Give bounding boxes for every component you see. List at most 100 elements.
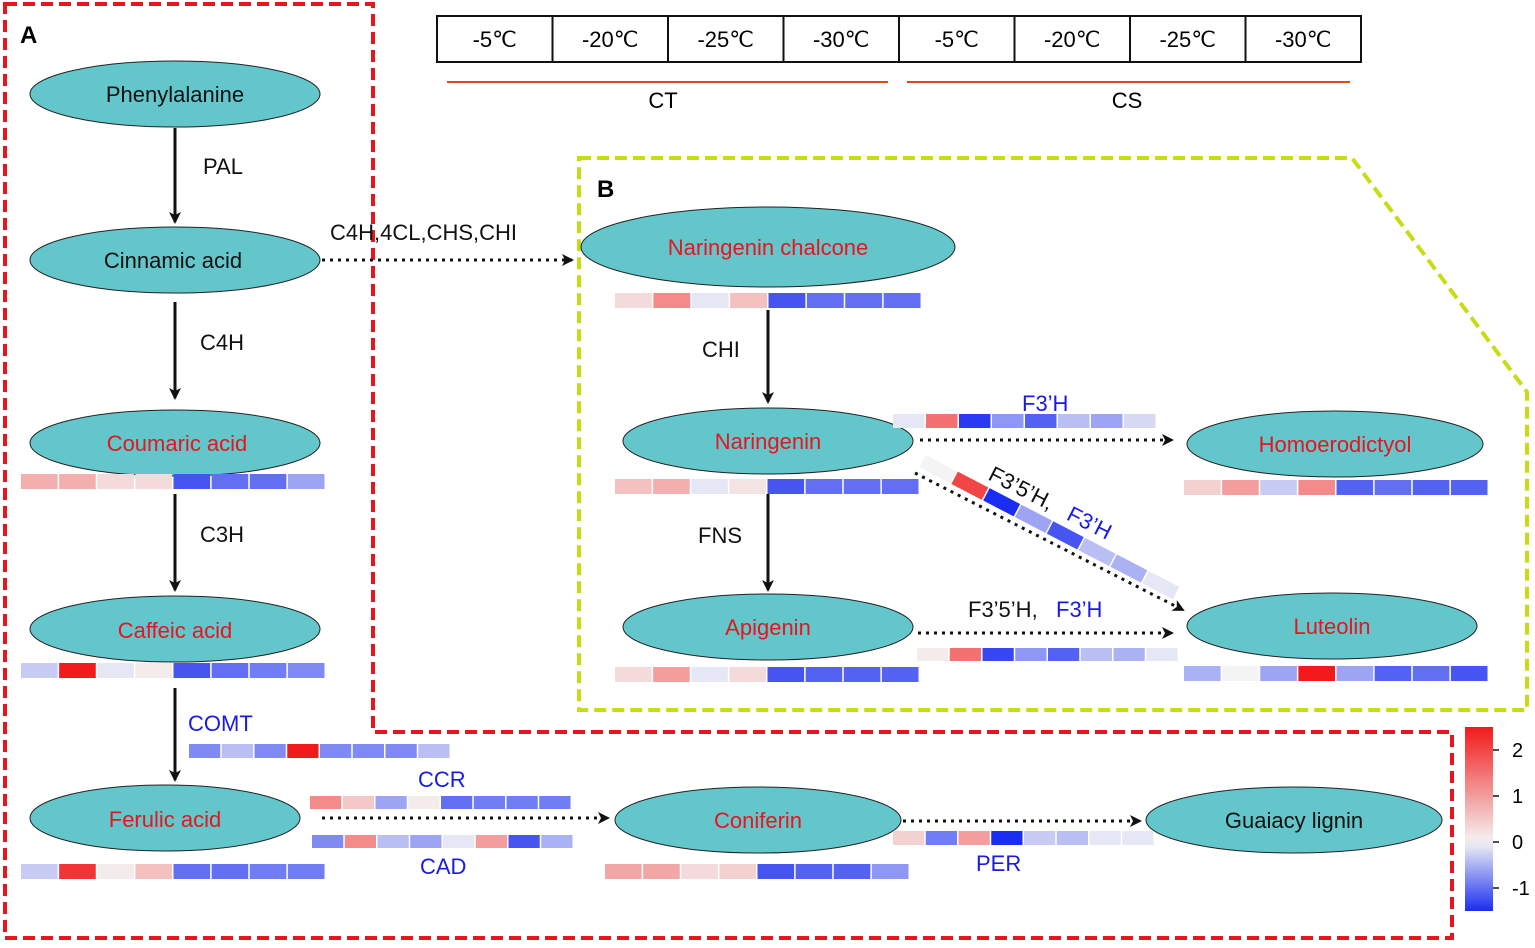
heatmap-cell — [97, 864, 134, 879]
node-homoerodictyol-shape — [1186, 410, 1484, 478]
node-homoerodictyol: Homoerodictyol — [1186, 410, 1484, 478]
heatmap-cell — [1222, 666, 1259, 681]
node-luteolin: Luteolin — [1186, 592, 1478, 660]
header-cell — [1129, 15, 1247, 63]
heatmap-cell — [1146, 648, 1178, 661]
heatmap-cell — [691, 479, 728, 494]
heatmap-cell — [805, 479, 843, 494]
heatmap-cell — [1142, 570, 1180, 600]
header-cell — [551, 15, 669, 63]
heatmap-cell — [767, 479, 805, 494]
heatmap-cell — [893, 414, 925, 428]
header-cell — [1013, 15, 1131, 63]
heatmap-cell — [211, 474, 249, 489]
heatmap-cell — [1450, 480, 1488, 495]
heatmap-cell — [211, 864, 249, 879]
heatmap-cell — [1336, 666, 1374, 681]
heatmap-cell — [982, 648, 1014, 661]
node-naringenin-chalcone-shape — [580, 206, 956, 288]
heatmap-cell — [992, 414, 1024, 428]
node-naringenin-chalcone: Naringenin chalcone — [580, 206, 956, 288]
heatmap-cell — [408, 796, 440, 809]
heatmap-cell — [1184, 480, 1221, 495]
heatmap-cell — [1091, 414, 1123, 428]
heatmap-cell — [97, 474, 134, 489]
header-cell-label: -30℃ — [1275, 27, 1332, 52]
heatmap-cell — [173, 864, 211, 879]
heatmap-cell — [1048, 648, 1080, 661]
heatmap-cell — [883, 293, 921, 308]
heatmap-cell — [893, 831, 925, 845]
header-cell — [782, 15, 900, 63]
heatmap-apigenin — [615, 667, 919, 682]
heatmap-cell — [1184, 666, 1221, 681]
heatmap-cell — [951, 471, 989, 500]
heatmap-cell — [871, 864, 909, 879]
node-caffeic-acid-shape — [29, 595, 321, 663]
heatmap-luteolin — [1184, 666, 1488, 681]
node-cinnamic-acid: Cinnamic acid — [29, 226, 321, 294]
header-cell-label: -5℃ — [473, 27, 517, 52]
heatmap-cell — [249, 663, 287, 678]
heatmap-cell — [1024, 831, 1056, 845]
color-scale: 210-1 — [1465, 727, 1530, 911]
heatmap-cell — [881, 667, 919, 682]
heatmap-cell — [1110, 554, 1148, 583]
heatmap-cell — [473, 796, 505, 809]
heatmap-cell — [1058, 414, 1090, 428]
header-cell-label: -5℃ — [935, 27, 979, 52]
heatmap-cell — [843, 479, 881, 494]
heatmap-cell — [21, 474, 58, 489]
heatmap-cell — [949, 648, 981, 661]
node-guaiacy-lignin-shape — [1145, 786, 1443, 854]
heatmap-cell — [59, 474, 96, 489]
heatmap-cell — [806, 293, 844, 308]
scale-tick-label: -1 — [1512, 878, 1530, 900]
heatmap-cell — [1113, 648, 1145, 661]
heatmap-cell — [441, 796, 473, 809]
heatmap-cell — [881, 479, 919, 494]
enzyme-comt-label: COMT — [188, 711, 253, 736]
heatmap-cell — [833, 864, 871, 879]
node-cinnamic-acid-shape — [29, 226, 321, 294]
heatmap-cell — [287, 474, 325, 489]
scale-tick-label: 1 — [1512, 786, 1523, 808]
enzyme-f3h-top-label: F3’H — [1022, 391, 1068, 416]
node-guaiacy-lignin-label: Guaiacy lignin — [1225, 808, 1363, 833]
heatmap-cell — [443, 835, 475, 848]
heatmap-cell — [653, 293, 691, 308]
heatmap-cad — [312, 835, 573, 848]
heatmap-cell — [917, 648, 949, 661]
heatmap-cell — [843, 667, 881, 682]
ct-group-label: CT — [648, 88, 677, 113]
heatmap-cell — [189, 744, 221, 758]
heatmap-cell — [730, 293, 768, 308]
panel-b-outline — [577, 156, 1529, 712]
heatmap-cell — [958, 831, 990, 845]
heatmap-cell — [377, 835, 409, 848]
heatmap-cell — [59, 663, 96, 678]
heatmap-caffeic — [21, 663, 325, 678]
heatmap-cell — [1412, 666, 1450, 681]
heatmap-cell — [1298, 666, 1336, 681]
heatmap-f35h-diag — [919, 455, 1180, 600]
heatmap-cell — [1374, 480, 1412, 495]
heatmap-f3h-top — [893, 414, 1156, 428]
heatmap-cell — [1089, 831, 1121, 845]
heatmap-cell — [959, 414, 991, 428]
node-ferulic-acid-shape — [29, 784, 301, 852]
heatmap-cell — [795, 864, 833, 879]
heatmap-naringenin — [615, 479, 919, 494]
heatmap-cell — [691, 293, 729, 308]
header-cell — [898, 15, 1016, 63]
node-naringenin-shape — [622, 407, 914, 475]
heatmap-cell — [983, 488, 1021, 517]
header-cell-label: -25℃ — [1159, 27, 1216, 52]
heatmap-cell — [310, 796, 342, 809]
node-guaiacy-lignin: Guaiacy lignin — [1145, 786, 1443, 854]
header-cell — [1244, 15, 1362, 63]
enzyme-chi-label: CHI — [702, 337, 740, 362]
heatmap-cell — [506, 796, 538, 809]
heatmap-ferulic — [21, 864, 325, 879]
panel-a-outline — [3, 2, 1454, 940]
